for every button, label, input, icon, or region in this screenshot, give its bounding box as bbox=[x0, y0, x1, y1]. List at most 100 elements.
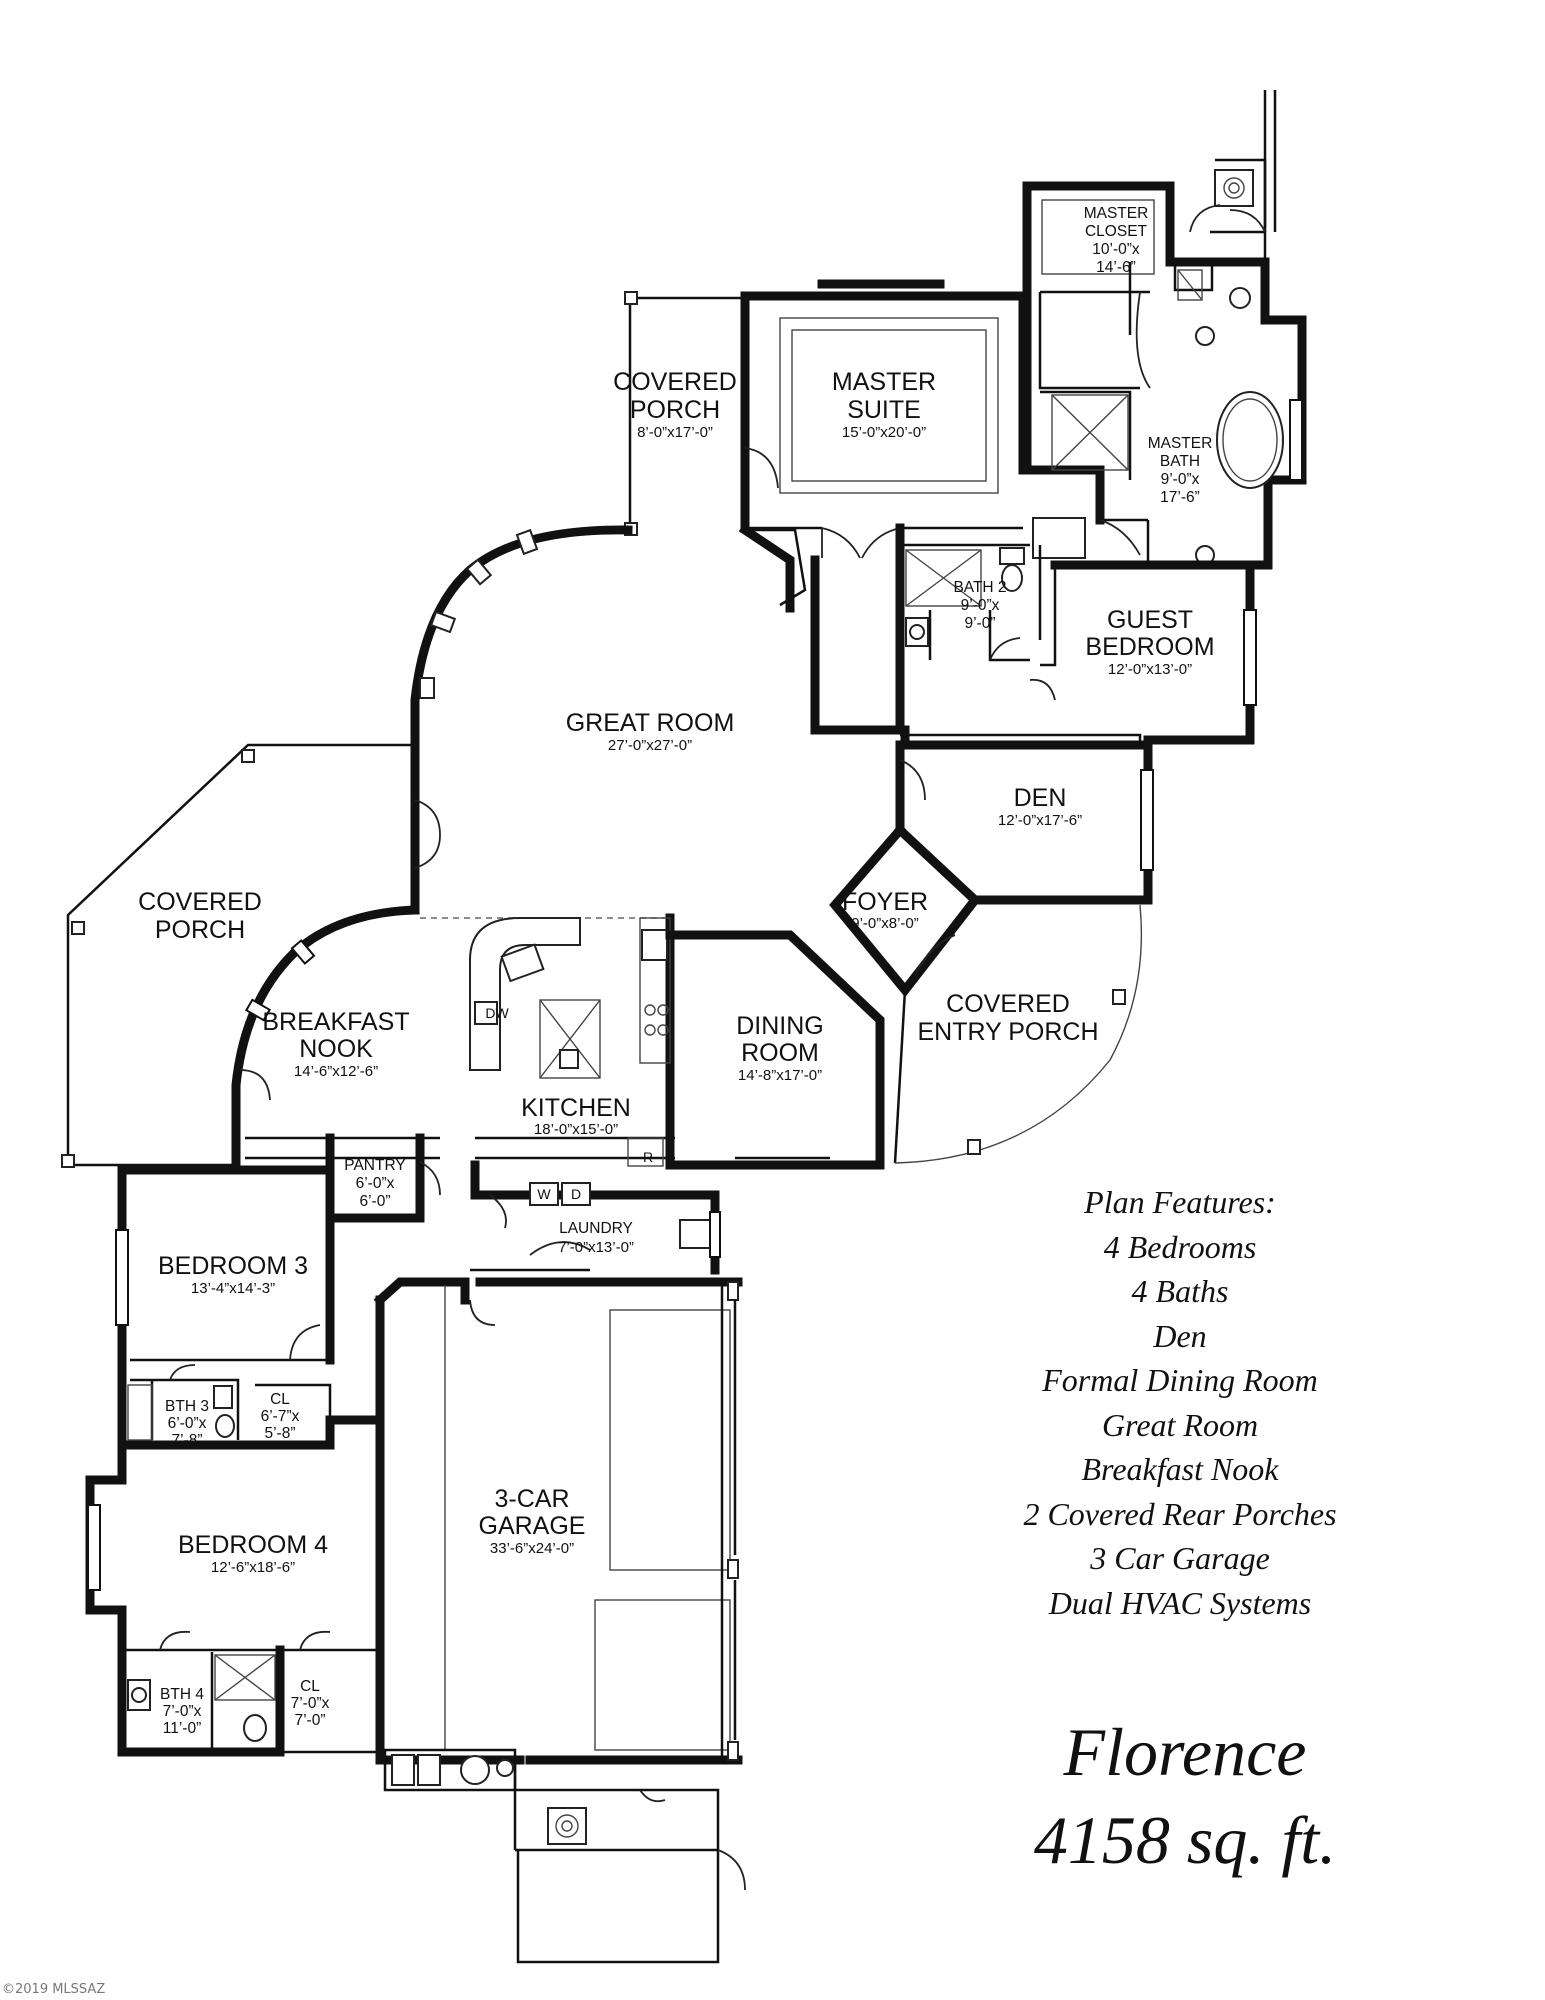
cl-3-line-3: 5’-8” bbox=[264, 1425, 295, 1442]
guest-bedroom-name-2: BEDROOM bbox=[1085, 633, 1214, 661]
bath-2-line-3: 9’-0” bbox=[964, 615, 995, 632]
great-room-walls bbox=[410, 523, 1142, 915]
laundry-dims: 7’-0”x13’-0” bbox=[558, 1239, 634, 1256]
label-breakfast-nook: BREAKFAST NOOK 14’-6”x12’-6” bbox=[262, 1008, 409, 1080]
bth-4-line-1: BTH 4 bbox=[160, 1686, 204, 1703]
plan-features-title: Plan Features: bbox=[1084, 1184, 1276, 1220]
cl-3-line-1: CL bbox=[270, 1391, 290, 1408]
bth-4-line-3: 11’-0” bbox=[163, 1720, 201, 1737]
covered-entry-porch-name-1: COVERED bbox=[946, 990, 1070, 1018]
covered-porch-left-name-1: COVERED bbox=[138, 888, 262, 916]
bath-2-line-2: 9’-0”x bbox=[961, 597, 1000, 614]
label-bth-4: BTH 4 7’-0”x 11’-0” bbox=[160, 1686, 204, 1737]
breakfast-nook-name-1: BREAKFAST bbox=[262, 1008, 409, 1036]
guest-bedroom-walls bbox=[1029, 560, 1257, 745]
dining-room-dims: 14’-8”x17’-0” bbox=[738, 1067, 822, 1084]
label-bedroom-3: BEDROOM 3 13’-4”x14’-3” bbox=[158, 1252, 308, 1297]
master-bath-line-4: 17’-6” bbox=[1160, 489, 1200, 506]
feature-item: Great Room bbox=[1101, 1406, 1259, 1443]
dryer-tag: D bbox=[571, 1186, 581, 1202]
breakfast-nook-name-2: NOOK bbox=[299, 1035, 373, 1063]
kitchen-dims: 18’-0”x15’-0” bbox=[534, 1121, 618, 1138]
bedroom-4-walls bbox=[85, 1415, 385, 1735]
copyright-watermark: ©2019 MLSSAZ bbox=[2, 1982, 106, 1997]
dining-room-name-1: DINING bbox=[736, 1012, 824, 1040]
label-covered-porch-top: COVERED PORCH 8’-0”x17’-0” bbox=[613, 368, 737, 441]
feature-item: 4 Baths bbox=[1131, 1273, 1229, 1309]
bth-3-line-1: BTH 3 bbox=[165, 1398, 209, 1415]
master-bath-line-3: 9’-0”x bbox=[1161, 471, 1200, 488]
label-laundry: LAUNDRY 7’-0”x13’-0” W D bbox=[537, 1186, 634, 1256]
label-master-bath: MASTER BATH 9’-0”x 17’-6” bbox=[1148, 435, 1213, 506]
label-pantry: PANTRY 6’-0”x 6’-0” bbox=[344, 1157, 405, 1210]
covered-porch-top-name-2: PORCH bbox=[630, 396, 720, 424]
covered-porch-top-dims: 8’-0”x17’-0” bbox=[637, 424, 713, 441]
label-bth-3: BTH 3 6’-0”x 7’-8” bbox=[165, 1398, 209, 1449]
label-master-closet: MASTER CLOSET 10’-0”x 14’-6” bbox=[1084, 205, 1149, 276]
master-suite-name-2: SUITE bbox=[847, 396, 921, 424]
foyer-dims: 9’-0”x8’-0” bbox=[851, 915, 919, 932]
label-covered-porch-left: COVERED PORCH bbox=[138, 888, 262, 944]
covered-porch-left-name-2: PORCH bbox=[155, 916, 245, 944]
den-walls bbox=[893, 740, 1154, 907]
label-dining-room: DINING ROOM 14’-8”x17’-0” bbox=[736, 1012, 824, 1084]
label-bath-2: BATH 2 9’-0”x 9’-0” bbox=[953, 579, 1006, 632]
label-foyer: FOYER 9’-0”x8’-0” bbox=[842, 888, 928, 932]
label-covered-entry-porch: COVERED ENTRY PORCH bbox=[917, 990, 1098, 1046]
plan-area: 4158 sq. ft. bbox=[1033, 1802, 1337, 1878]
plan-features-list: Plan Features: 4 Bedrooms 4 Baths Den Fo… bbox=[950, 1180, 1410, 1625]
garage-dims: 33’-6”x24’-0” bbox=[490, 1540, 574, 1557]
bath-4-closet-walls bbox=[117, 1630, 382, 1757]
bth-4-line-2: 7’-0”x bbox=[163, 1703, 202, 1720]
cl-3-line-2: 6’-7”x bbox=[261, 1408, 300, 1425]
pantry-line-1: PANTRY bbox=[344, 1157, 405, 1174]
label-garage: 3-CAR GARAGE 33’-6”x24’-0” bbox=[479, 1485, 586, 1557]
feature-item: 3 Car Garage bbox=[1090, 1540, 1270, 1576]
label-bedroom-4: BEDROOM 4 12’-6”x18’-6” bbox=[178, 1531, 328, 1576]
pantry-walls bbox=[325, 1133, 441, 1223]
label-guest-bedroom: GUEST BEDROOM 12’-0”x13’-0” bbox=[1085, 606, 1214, 678]
feature-item: Formal Dining Room bbox=[1042, 1362, 1318, 1398]
laundry-walls bbox=[470, 1160, 721, 1275]
laundry-name: LAUNDRY bbox=[559, 1220, 633, 1237]
dishwasher-tag: DW bbox=[485, 1005, 509, 1021]
guest-bedroom-name-1: GUEST bbox=[1107, 606, 1193, 634]
bedroom-3-walls bbox=[115, 1165, 335, 1450]
garage-name-1: 3-CAR bbox=[494, 1485, 569, 1513]
cl-4-line-3: 7’-0” bbox=[294, 1712, 325, 1729]
label-kitchen: KITCHEN 18’-0”x15’-0” DW R bbox=[485, 1005, 653, 1165]
feature-item: 4 Bedrooms bbox=[1103, 1228, 1257, 1265]
bedroom-3-name: BEDROOM 3 bbox=[158, 1252, 308, 1280]
covered-entry-porch-outline bbox=[893, 904, 1143, 1164]
covered-porch-top-name-1: COVERED bbox=[613, 368, 737, 396]
master-closet-line-2: CLOSET bbox=[1085, 223, 1148, 240]
bth-3-line-3: 7’-8” bbox=[171, 1432, 202, 1449]
feature-item: 2 Covered Rear Porches bbox=[1023, 1495, 1337, 1532]
cl-4-line-1: CL bbox=[300, 1678, 320, 1695]
master-closet-line-3: 10’-0”x bbox=[1092, 241, 1140, 258]
dining-room-name-2: ROOM bbox=[741, 1039, 819, 1067]
kitchen-name: KITCHEN bbox=[521, 1094, 631, 1122]
bath-2-walls bbox=[895, 523, 1042, 733]
guest-bedroom-dims: 12’-0”x13’-0” bbox=[1108, 661, 1192, 678]
bedroom-4-dims: 12’-6”x18’-6” bbox=[211, 1559, 295, 1576]
label-cl-4: CL 7’-0”x 7’-0” bbox=[291, 1678, 330, 1729]
bath-2-line-1: BATH 2 bbox=[953, 579, 1006, 596]
master-suite-dims: 15’-0”x20’-0” bbox=[842, 424, 926, 441]
label-great-room: GREAT ROOM 27’-0”x27’-0” bbox=[566, 709, 735, 754]
mechanical-room bbox=[383, 1748, 746, 1964]
pantry-line-3: 6’-0” bbox=[359, 1193, 390, 1210]
washer-tag: W bbox=[537, 1186, 551, 1202]
den-name: DEN bbox=[1014, 784, 1067, 812]
master-bath-line-2: BATH bbox=[1160, 453, 1200, 470]
cl-4-line-2: 7’-0”x bbox=[291, 1695, 330, 1712]
bth-3-line-2: 6’-0”x bbox=[168, 1415, 207, 1432]
bedroom-3-dims: 13’-4”x14’-3” bbox=[191, 1280, 275, 1297]
breakfast-nook-dims: 14’-6”x12’-6” bbox=[294, 1063, 378, 1080]
garage-name-2: GARAGE bbox=[479, 1512, 586, 1540]
label-master-suite: MASTER SUITE 15’-0”x20’-0” bbox=[832, 368, 936, 441]
master-closet-line-1: MASTER bbox=[1084, 205, 1149, 222]
feature-item: Breakfast Nook bbox=[1081, 1451, 1279, 1487]
refrigerator-tag: R bbox=[643, 1149, 653, 1165]
